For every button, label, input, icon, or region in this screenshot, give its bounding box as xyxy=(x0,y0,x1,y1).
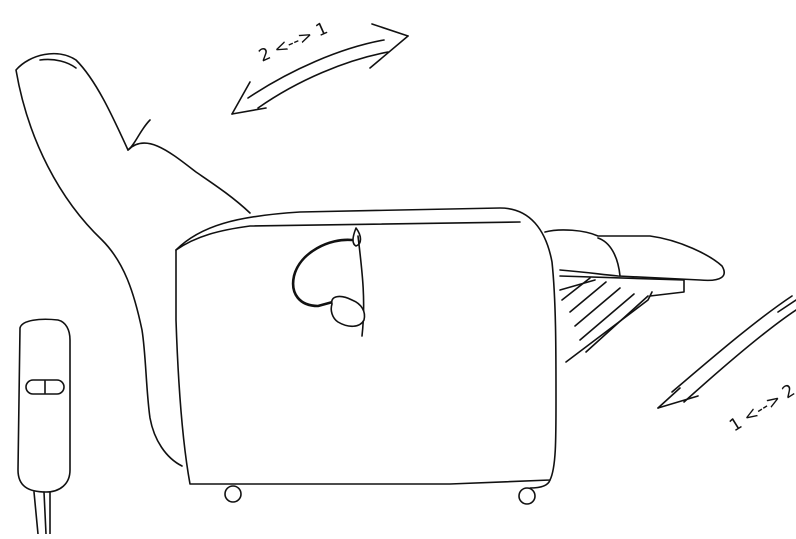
footrest xyxy=(545,230,724,362)
front-wheel xyxy=(225,486,241,502)
remote-control-icon xyxy=(18,319,70,534)
footrest-arrow-label: 1 <--> 2 xyxy=(726,380,796,436)
seat-body xyxy=(176,208,556,488)
rear-wheel xyxy=(519,488,535,504)
